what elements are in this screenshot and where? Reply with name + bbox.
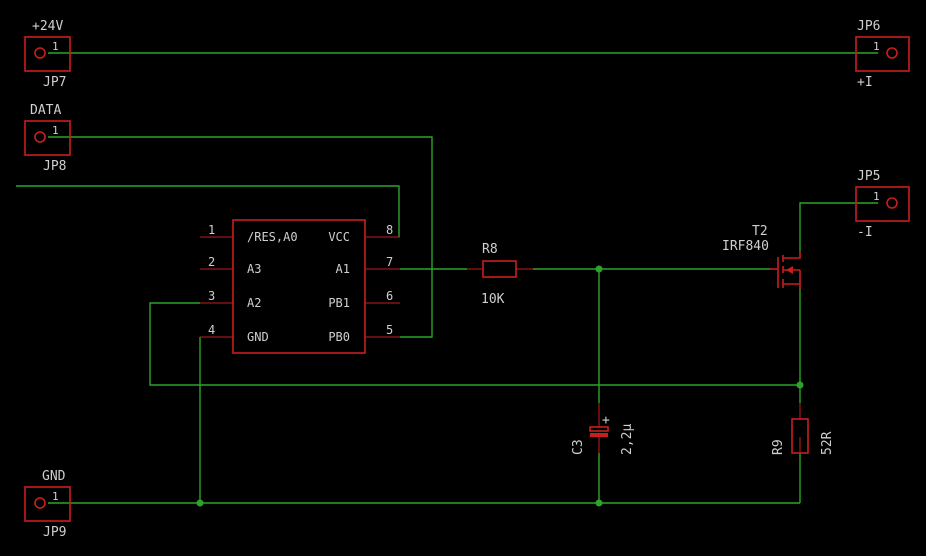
wire-a2-loop xyxy=(149,302,800,386)
c3-value: 2,2µ xyxy=(620,424,635,455)
connector-jp5[interactable]: 1 JP5 -I xyxy=(855,169,910,240)
ic-pin-label: A1 xyxy=(336,262,350,276)
junction-dot xyxy=(595,265,603,273)
jp7-value: +24V xyxy=(32,19,63,34)
junction-dot xyxy=(595,499,603,507)
ic-pin-label: A3 xyxy=(247,262,261,276)
r8-name: R8 xyxy=(482,242,498,257)
ic-pin-number: 2 xyxy=(208,255,215,269)
jp6-value: +I xyxy=(857,75,873,90)
capacitor-c3[interactable]: + C3 2,2µ xyxy=(571,403,635,455)
connector-jp8[interactable]: 1 DATA JP8 xyxy=(24,103,71,174)
ic-pin-number: 4 xyxy=(208,323,215,337)
c3-name: C3 xyxy=(571,439,586,455)
ic-pin-number: 3 xyxy=(208,289,215,303)
connector-jp9[interactable]: 1 GND JP9 xyxy=(24,469,71,540)
ic-pin-number: 8 xyxy=(386,223,393,237)
jp5-pin-number: 1 xyxy=(873,190,880,203)
t2-value: IRF840 xyxy=(722,239,769,254)
junction-dot xyxy=(196,499,204,507)
ic-pin-number: 6 xyxy=(386,289,393,303)
t2-name: T2 xyxy=(752,224,768,239)
ic-pin-label: A2 xyxy=(247,296,261,310)
jp7-pin-number: 1 xyxy=(52,40,59,53)
ic-8pin[interactable]: 1 2 3 4 /RES,A0 A3 A2 GND 8 7 6 5 VCC A1… xyxy=(200,219,400,354)
junction-dot xyxy=(796,381,804,389)
jp9-value: GND xyxy=(42,469,66,484)
r9-name: R9 xyxy=(771,439,786,455)
jp8-value: DATA xyxy=(30,103,61,118)
resistor-r8[interactable]: R8 10K xyxy=(467,242,533,307)
jp8-pin-number: 1 xyxy=(52,124,59,137)
jp7-name: JP7 xyxy=(43,75,66,90)
jp5-value: -I xyxy=(857,225,873,240)
junctions xyxy=(196,265,804,507)
ic-pin-label: PB0 xyxy=(328,330,350,344)
jp5-name: JP5 xyxy=(857,169,880,184)
jp6-name: JP6 xyxy=(857,19,880,34)
jp9-pin-number: 1 xyxy=(52,490,59,503)
ic-pin-label: GND xyxy=(247,330,269,344)
c3-polarity: + xyxy=(602,413,610,428)
ic-pin-number: 1 xyxy=(208,223,215,237)
jp8-name: JP8 xyxy=(43,159,66,174)
connector-jp7[interactable]: 1 +24V JP7 xyxy=(24,19,71,90)
r9-value: 52R xyxy=(820,431,835,455)
jp6-pin-number: 1 xyxy=(873,40,880,53)
ic-pin-label: PB1 xyxy=(328,296,350,310)
wires xyxy=(16,52,878,504)
connector-jp6[interactable]: 1 JP6 +I xyxy=(855,19,910,90)
ic-pin-label: /RES,A0 xyxy=(247,230,298,244)
mosfet-t2[interactable]: T2 IRF840 xyxy=(722,224,801,290)
resistor-r9[interactable]: R9 52R xyxy=(771,403,835,455)
jp9-name: JP9 xyxy=(43,525,66,540)
ic-pin-number: 7 xyxy=(386,255,393,269)
wire-data xyxy=(48,136,433,338)
wire-vcc xyxy=(16,185,400,237)
ic-pin-label: VCC xyxy=(328,230,350,244)
wire-drain-jp5 xyxy=(799,202,878,251)
ic-pin-number: 5 xyxy=(386,323,393,337)
r8-value: 10K xyxy=(481,292,505,307)
